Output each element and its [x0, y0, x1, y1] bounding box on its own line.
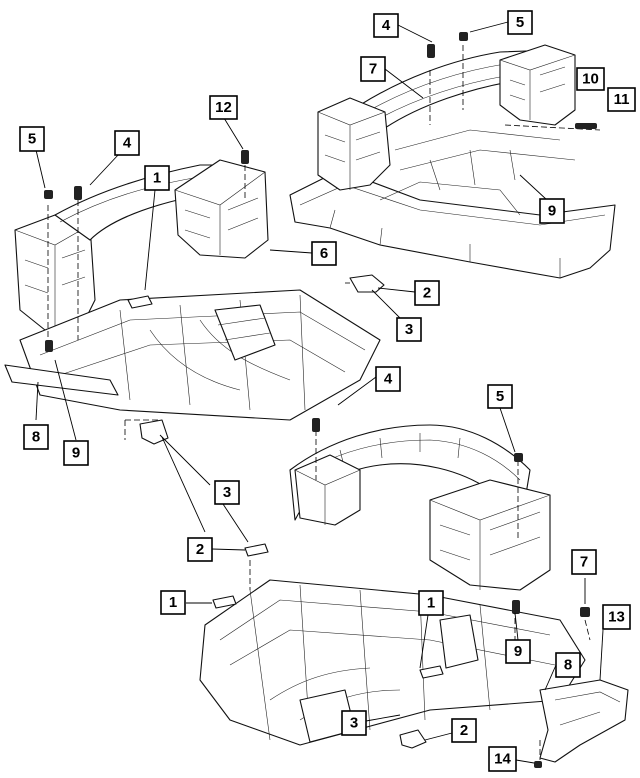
callout-13: 13	[602, 604, 631, 630]
callout-9-b: 9	[63, 440, 89, 466]
callout-4-c: 4	[375, 366, 401, 392]
callout-9-a: 9	[539, 198, 565, 224]
svg-text:6: 6	[320, 245, 328, 262]
lower-assembly	[199, 418, 629, 768]
callout-10: 10	[576, 67, 605, 91]
leader-lines	[35, 21, 604, 764]
svg-text:1: 1	[169, 594, 177, 611]
svg-text:3: 3	[223, 484, 231, 501]
svg-text:2: 2	[423, 285, 431, 302]
svg-text:4: 4	[382, 17, 391, 34]
callout-3-b: 3	[214, 480, 240, 505]
lower-left-box	[294, 454, 361, 526]
lower-skid-plate	[539, 679, 629, 763]
svg-text:9: 9	[72, 445, 80, 462]
svg-text:9: 9	[514, 643, 522, 660]
svg-text:5: 5	[516, 14, 524, 31]
callout-4-a: 4	[373, 13, 399, 38]
callout-14: 14	[488, 746, 517, 772]
svg-text:8: 8	[564, 657, 572, 674]
callout-5-b: 5	[19, 126, 45, 152]
svg-text:1: 1	[427, 595, 435, 612]
svg-text:2: 2	[460, 722, 468, 739]
callout-3-c: 3	[341, 710, 367, 736]
svg-text:9: 9	[548, 203, 556, 220]
svg-text:3: 3	[350, 715, 358, 732]
svg-text:13: 13	[608, 609, 625, 626]
callout-7-b: 7	[571, 549, 597, 575]
upper-right-assembly	[289, 32, 616, 279]
svg-text:1: 1	[153, 170, 161, 187]
callout-12: 12	[209, 95, 238, 120]
svg-text:2: 2	[196, 541, 204, 558]
callout-2-b: 2	[187, 537, 213, 562]
callout-2-c: 2	[451, 718, 477, 743]
callout-11: 11	[607, 87, 636, 112]
callout-4-b: 4	[114, 130, 140, 156]
upper-right-radiator-support	[317, 97, 391, 191]
svg-text:7: 7	[369, 61, 377, 78]
upper-left-side-rail	[4, 364, 119, 396]
svg-text:4: 4	[123, 135, 132, 152]
svg-text:12: 12	[215, 99, 232, 116]
callout-3-a: 3	[396, 317, 422, 342]
lower-shock-tower	[429, 479, 551, 591]
callout-6: 6	[311, 241, 337, 266]
upper-right-end-box	[499, 44, 576, 126]
svg-text:11: 11	[614, 91, 630, 108]
callout-5-c: 5	[487, 384, 513, 409]
svg-text:7: 7	[580, 554, 588, 571]
callout-1-c: 1	[418, 590, 444, 616]
callout-5-a: 5	[507, 10, 533, 35]
svg-text:5: 5	[496, 388, 504, 405]
svg-text:4: 4	[384, 371, 393, 388]
svg-text:10: 10	[582, 71, 599, 88]
svg-text:8: 8	[32, 429, 40, 446]
svg-text:14: 14	[494, 751, 511, 768]
callout-8-a: 8	[23, 424, 49, 450]
callout-1-a: 1	[144, 165, 170, 191]
upper-left-assembly	[4, 150, 385, 445]
callout-7-a: 7	[360, 56, 386, 82]
svg-text:3: 3	[405, 321, 413, 338]
callout-1-b: 1	[160, 590, 186, 615]
callout-9-c: 9	[505, 639, 531, 664]
callout-8-b: 8	[555, 652, 581, 678]
svg-text:5: 5	[28, 131, 36, 148]
callout-2-a: 2	[414, 280, 440, 306]
